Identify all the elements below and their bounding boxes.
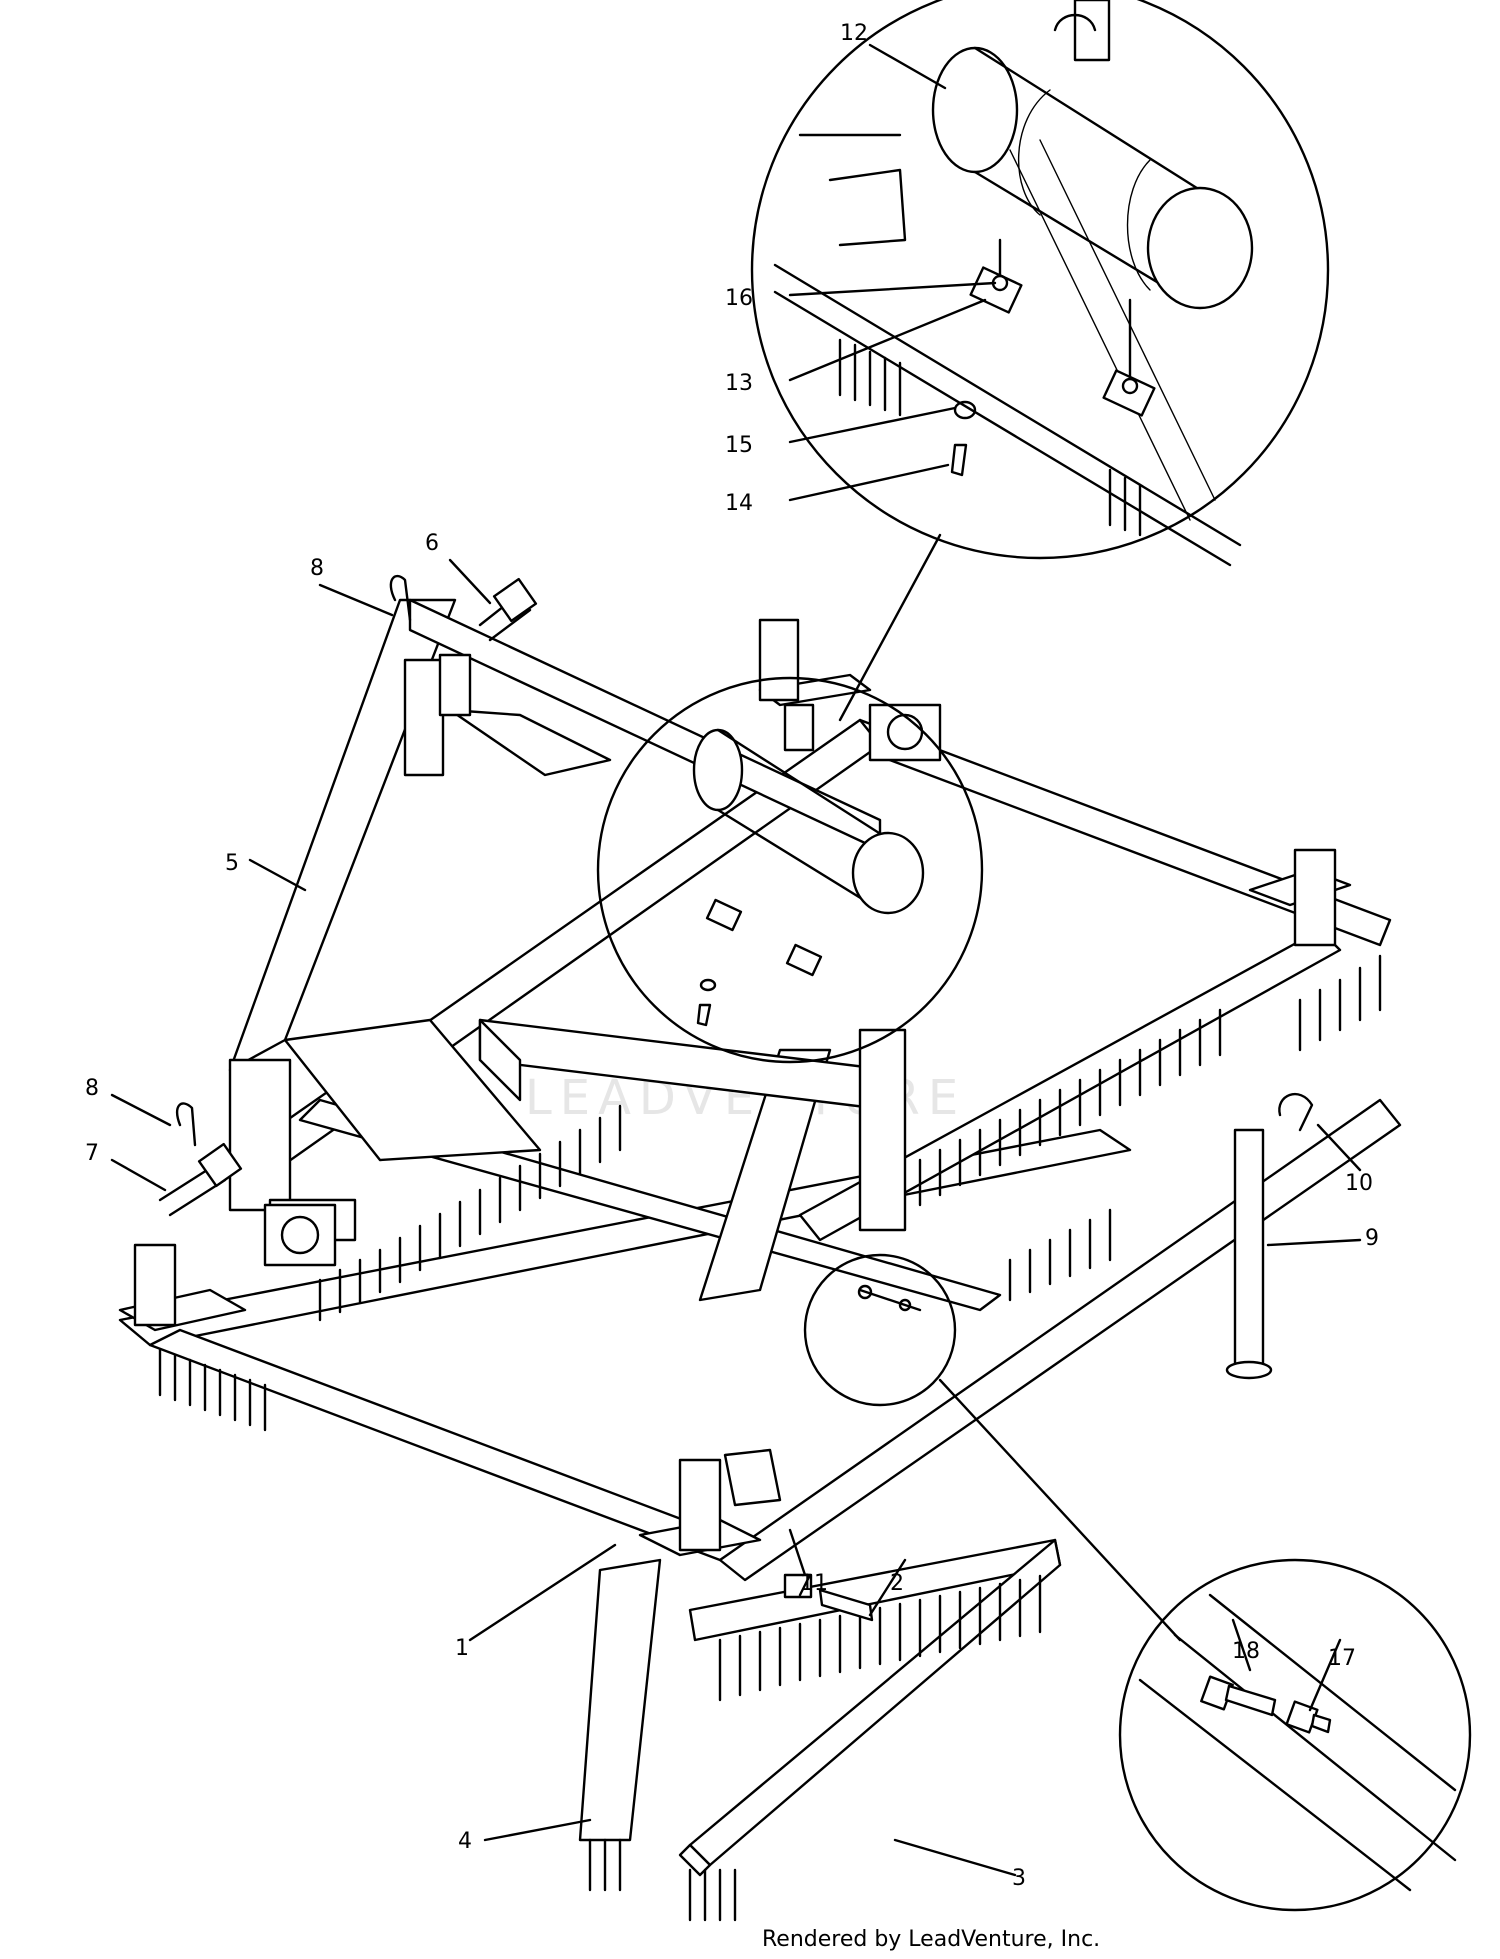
callout-8-top: 8 [310,556,324,581]
callout-4: 4 [458,1829,472,1854]
callout-labels: 12 16 13 15 14 8 6 5 8 7 10 9 1 11 2 4 3… [85,21,1379,1891]
center-cylinder [596,676,984,1064]
callout-7: 7 [85,1141,99,1166]
hitch-pins [158,574,1314,1622]
callout-8-left: 8 [85,1076,99,1101]
callout-14: 14 [725,491,753,516]
leader-lines [110,43,1362,1877]
bolt-icon [950,443,968,477]
callout-12: 12 [840,21,868,46]
callout-11: 11 [800,1571,828,1596]
callout-5: 5 [225,851,239,876]
callout-10: 10 [1345,1171,1373,1196]
detail-connectors [838,533,1182,1642]
clip-pin-icon [389,574,412,622]
washer-icon [953,400,977,420]
tine-rows [158,954,1382,1922]
callout-16: 16 [725,286,753,311]
detail-circle-bolt [1118,1558,1472,1912]
callout-1: 1 [455,1636,469,1661]
callout-13: 13 [725,371,753,396]
detail-circle-bolt-small [803,1253,957,1407]
callout-3: 3 [1012,1866,1026,1891]
callout-18: 18 [1232,1639,1260,1664]
callout-2: 2 [890,1571,904,1596]
callout-15: 15 [725,433,753,458]
render-credit: Rendered by LeadVenture, Inc. [762,1927,1101,1952]
callout-6: 6 [425,531,439,556]
callout-17: 17 [1328,1646,1356,1671]
detail-circle-cylinder [750,0,1330,567]
main-frame [118,598,1402,1877]
callout-9: 9 [1365,1226,1379,1251]
